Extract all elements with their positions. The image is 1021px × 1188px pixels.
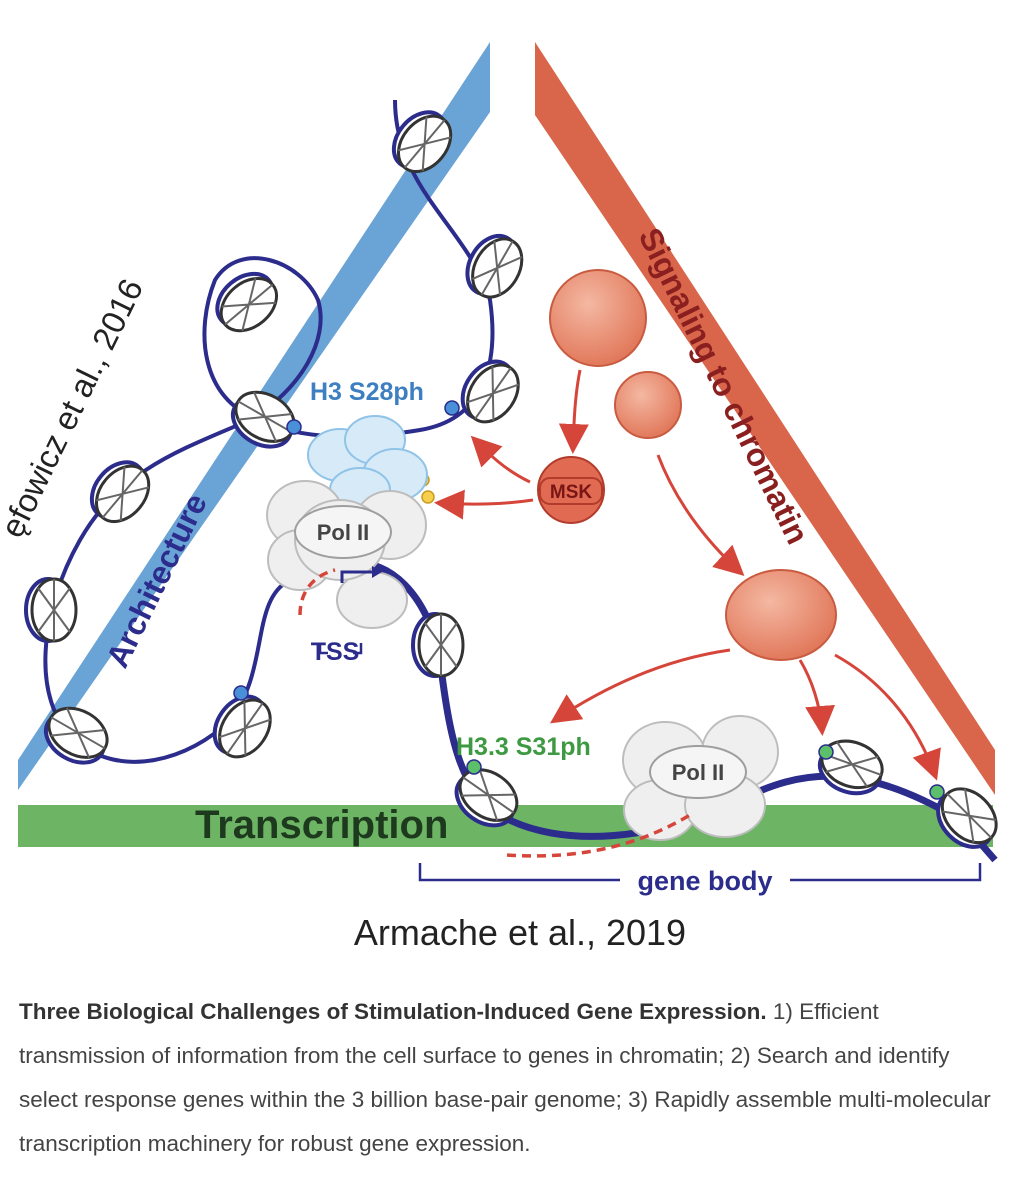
nucleosome [450,349,531,434]
msk-label: MSK [550,482,593,503]
caption-body: 1) Efficient transmission of information… [19,999,991,1156]
caption-title: Three Biological Challenges of Stimulati… [19,999,767,1024]
nascent-rna [298,568,336,616]
signaling-band [535,42,995,795]
gene-body-bracket [418,863,982,882]
h3-mark [286,419,302,435]
signal-arrows [434,369,941,781]
nucleosome [24,577,78,643]
pol-ii-label-bg-2 [649,745,747,799]
nucleosome [455,225,534,308]
signal-molecule [614,371,682,439]
gene-body-label: gene body [637,866,772,896]
tss-arrowhead [372,566,382,578]
nucleosome [35,696,118,775]
transcription-label: Transcription [195,803,448,847]
nucleosome [411,612,465,678]
h33-label: H3.3 S31ph [456,733,591,761]
signal-molecule [725,569,837,661]
h33-mark [818,744,834,760]
nascent-rna [506,813,691,858]
tss-bracket [318,643,363,655]
kinase-mark [421,490,435,504]
diagram-figure: Architecture Signaling to chromatin Tran… [0,42,1021,953]
h33-mark [466,759,482,775]
signal-molecule [549,269,647,367]
pol-ii-label-2: Pol II [672,760,725,785]
pol-ii-label-bg-1 [294,505,392,559]
h3-mark [444,400,460,416]
pol-ii-label-1: Pol II [317,520,370,545]
h33-mark [929,784,945,800]
figure-caption: Three Biological Challenges of Stimulati… [19,990,1004,1166]
h3-label: H3 S28ph [310,378,424,406]
bottom-citation: Armache et al., 2019 [354,912,686,953]
nucleosome [811,731,891,804]
msk-label-box [539,477,603,505]
h3-mark [233,685,249,701]
tss-arrow [340,570,378,583]
tss-label: TSS [311,638,360,666]
